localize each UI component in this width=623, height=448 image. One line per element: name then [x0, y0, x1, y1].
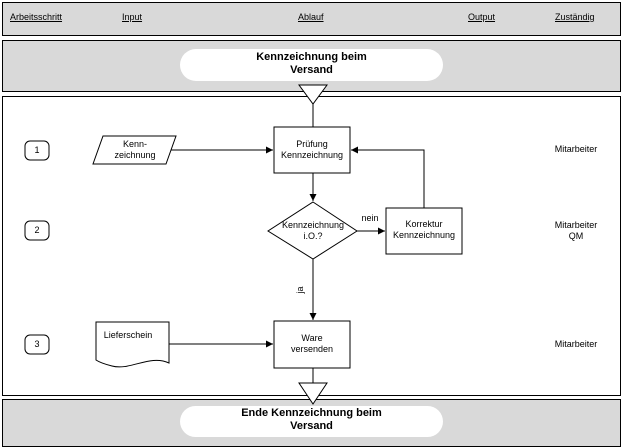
delivery-note-label: Lieferschein — [103, 330, 153, 340]
header-col-output: Output — [468, 12, 496, 22]
ship-goods-line2: versenden — [290, 344, 334, 354]
edge-label-no: nein — [361, 213, 379, 223]
ship-goods-box — [273, 320, 351, 369]
step-3-responsible: Mitarbeiter — [546, 339, 606, 350]
marking-input-shape — [92, 135, 177, 165]
start-terminal: Kennzeichnung beim Versand — [180, 49, 443, 81]
correction-label: Korrektur Kennzeichnung — [386, 219, 462, 241]
step-2-responsible-line1: Mitarbeiter — [554, 220, 598, 230]
offpage-connector-bottom — [298, 382, 328, 405]
check-marking-box — [273, 126, 351, 174]
ship-goods-label: Ware versenden — [274, 333, 350, 355]
step-3-box — [24, 334, 50, 355]
check-marking-label: Prüfung Kennzeichnung — [274, 139, 350, 161]
check-marking-line2: Kennzeichnung — [280, 150, 344, 160]
header-col-responsible: Zuständig — [555, 12, 595, 22]
decision-label: Kennzeichnung i.O.? — [273, 220, 353, 242]
header-band — [2, 2, 621, 36]
header-col-flow: Ablauf — [298, 12, 324, 22]
edge-label-yes: ja — [295, 286, 305, 294]
step-2-responsible-line2: QM — [568, 231, 584, 241]
end-terminal: Ende Kennzeichnung beim Versand — [180, 406, 443, 437]
header-col-input: Input — [122, 12, 143, 22]
start-terminal-line2: Versand — [290, 64, 333, 76]
connector-correction-to-check — [351, 146, 425, 208]
decision-line2: i.O.? — [303, 231, 323, 241]
decision-line1: Kennzeichnung — [281, 220, 345, 230]
marking-input-label: Kenn- zeichnung — [100, 139, 170, 161]
ship-goods-line1: Ware — [301, 333, 323, 343]
check-marking-line1: Prüfung — [296, 139, 328, 149]
step-1-responsible: Mitarbeiter — [546, 144, 606, 155]
step-1-number: 1 — [34, 145, 40, 155]
step-1-box — [24, 140, 50, 161]
end-terminal-line1: Ende Kennzeichnung beim — [241, 407, 382, 419]
marking-input-line1: Kenn- — [122, 139, 148, 149]
step-2-responsible: Mitarbeiter QM — [546, 220, 606, 242]
step-1-responsible-line1: Mitarbeiter — [554, 144, 598, 154]
offpage-connector-top — [298, 84, 328, 105]
marking-input-line2: zeichnung — [114, 150, 156, 160]
correction-line1: Korrektur — [405, 219, 443, 229]
correction-line2: Kennzeichnung — [392, 230, 456, 240]
end-terminal-line2: Versand — [290, 420, 333, 432]
step-3-number: 3 — [34, 339, 40, 349]
header-col-step: Arbeitsschritt — [10, 12, 63, 22]
step-2-box — [24, 220, 50, 241]
step-3-responsible-line1: Mitarbeiter — [554, 339, 598, 349]
delivery-note-shape — [95, 321, 170, 368]
step-2-number: 2 — [34, 225, 40, 235]
start-terminal-line1: Kennzeichnung beim — [256, 51, 367, 63]
correction-box — [385, 207, 463, 255]
